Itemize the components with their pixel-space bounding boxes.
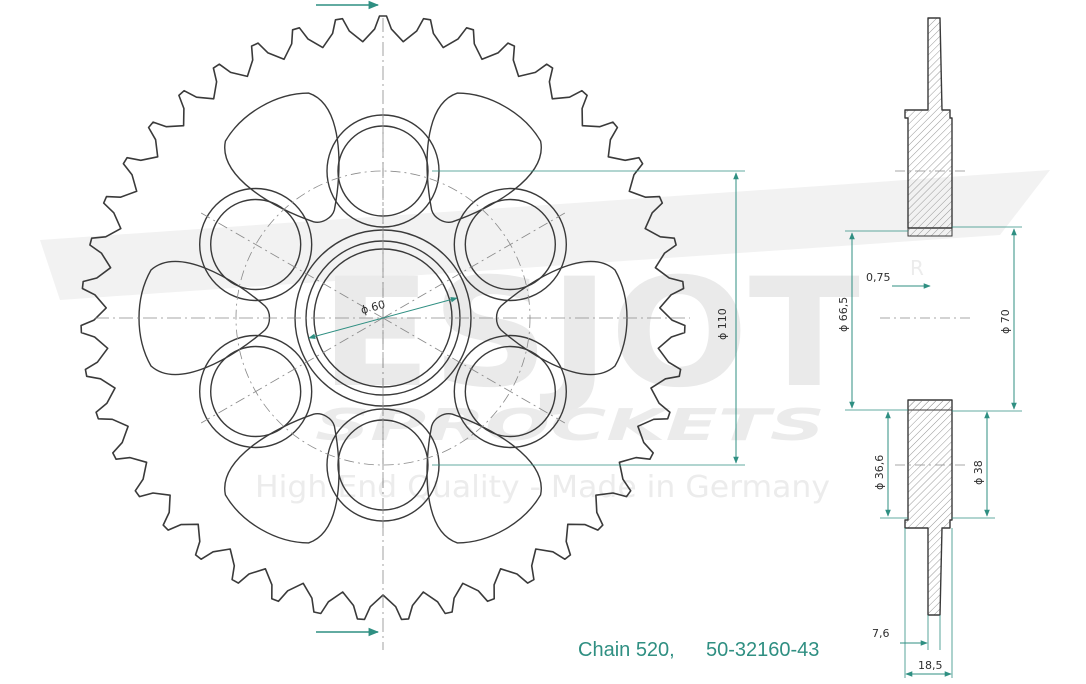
caption: Chain 520, 50-32160-43 xyxy=(578,639,819,661)
lightening-lobe xyxy=(138,260,271,376)
side-section-lower xyxy=(904,399,953,616)
side-hub-bore-lower xyxy=(907,399,953,411)
dim-hub-inner-label: ϕ 66,5 xyxy=(837,297,850,332)
sprocket-side-view xyxy=(880,17,970,616)
bolt-hole xyxy=(209,345,302,438)
lightening-lobes xyxy=(138,92,628,544)
watermark-registered: R xyxy=(910,256,924,280)
caption-chain: Chain 520, xyxy=(578,639,675,661)
bolt-hole xyxy=(464,345,557,438)
lightening-lobe xyxy=(224,413,340,544)
watermark-brand: ESJOT xyxy=(320,247,860,421)
dim-offset-label: 0,75 xyxy=(866,271,891,284)
dim-hub-outer-label: ϕ 70 xyxy=(999,309,1012,334)
side-hub-bore-upper xyxy=(907,227,953,237)
dim-recess-outer-label: ϕ 38 xyxy=(972,460,985,485)
bolt-hole-boss xyxy=(453,187,568,302)
dim-recess-inner-label: ϕ 36,6 xyxy=(873,455,886,490)
lightening-lobe xyxy=(426,413,542,544)
bolt-hole-boss xyxy=(198,334,313,449)
dim-tooth-width-label: 7,6 xyxy=(872,627,890,640)
sprocket-front-view xyxy=(80,0,690,650)
lightening-lobe xyxy=(224,92,340,223)
side-section-upper xyxy=(904,17,953,229)
watermark-swoosh xyxy=(40,170,1050,300)
watermark: ESJOT R SPROCKETS High End Quality - Mad… xyxy=(40,170,1050,505)
dim-hub-width-label: 18,5 xyxy=(918,659,943,672)
bolt-hole-boss xyxy=(198,187,313,302)
side-dimensions: 0,75 ϕ 66,5 ϕ 70 ϕ 36,6 ϕ 38 7,6 18,5 xyxy=(837,226,1022,678)
bolt-hole xyxy=(464,198,557,291)
bolt-hole xyxy=(209,198,302,291)
caption-part-number: 50-32160-43 xyxy=(706,639,819,661)
dim-bolt-circle-label: ϕ 110 xyxy=(716,308,729,340)
lightening-lobe xyxy=(426,92,542,223)
watermark-tagline: High End Quality - Made in Germany xyxy=(255,470,830,505)
front-dimensions: ϕ 60 ϕ 110 xyxy=(308,170,745,466)
watermark-subtitle: SPROCKETS xyxy=(315,400,825,451)
dim-inner-bore-line xyxy=(308,296,458,340)
lightening-lobe xyxy=(495,260,628,376)
sprocket-teeth-outline xyxy=(80,15,686,621)
dim-inner-bore-label: ϕ 60 xyxy=(359,298,386,317)
bolt-hole-boss xyxy=(453,334,568,449)
